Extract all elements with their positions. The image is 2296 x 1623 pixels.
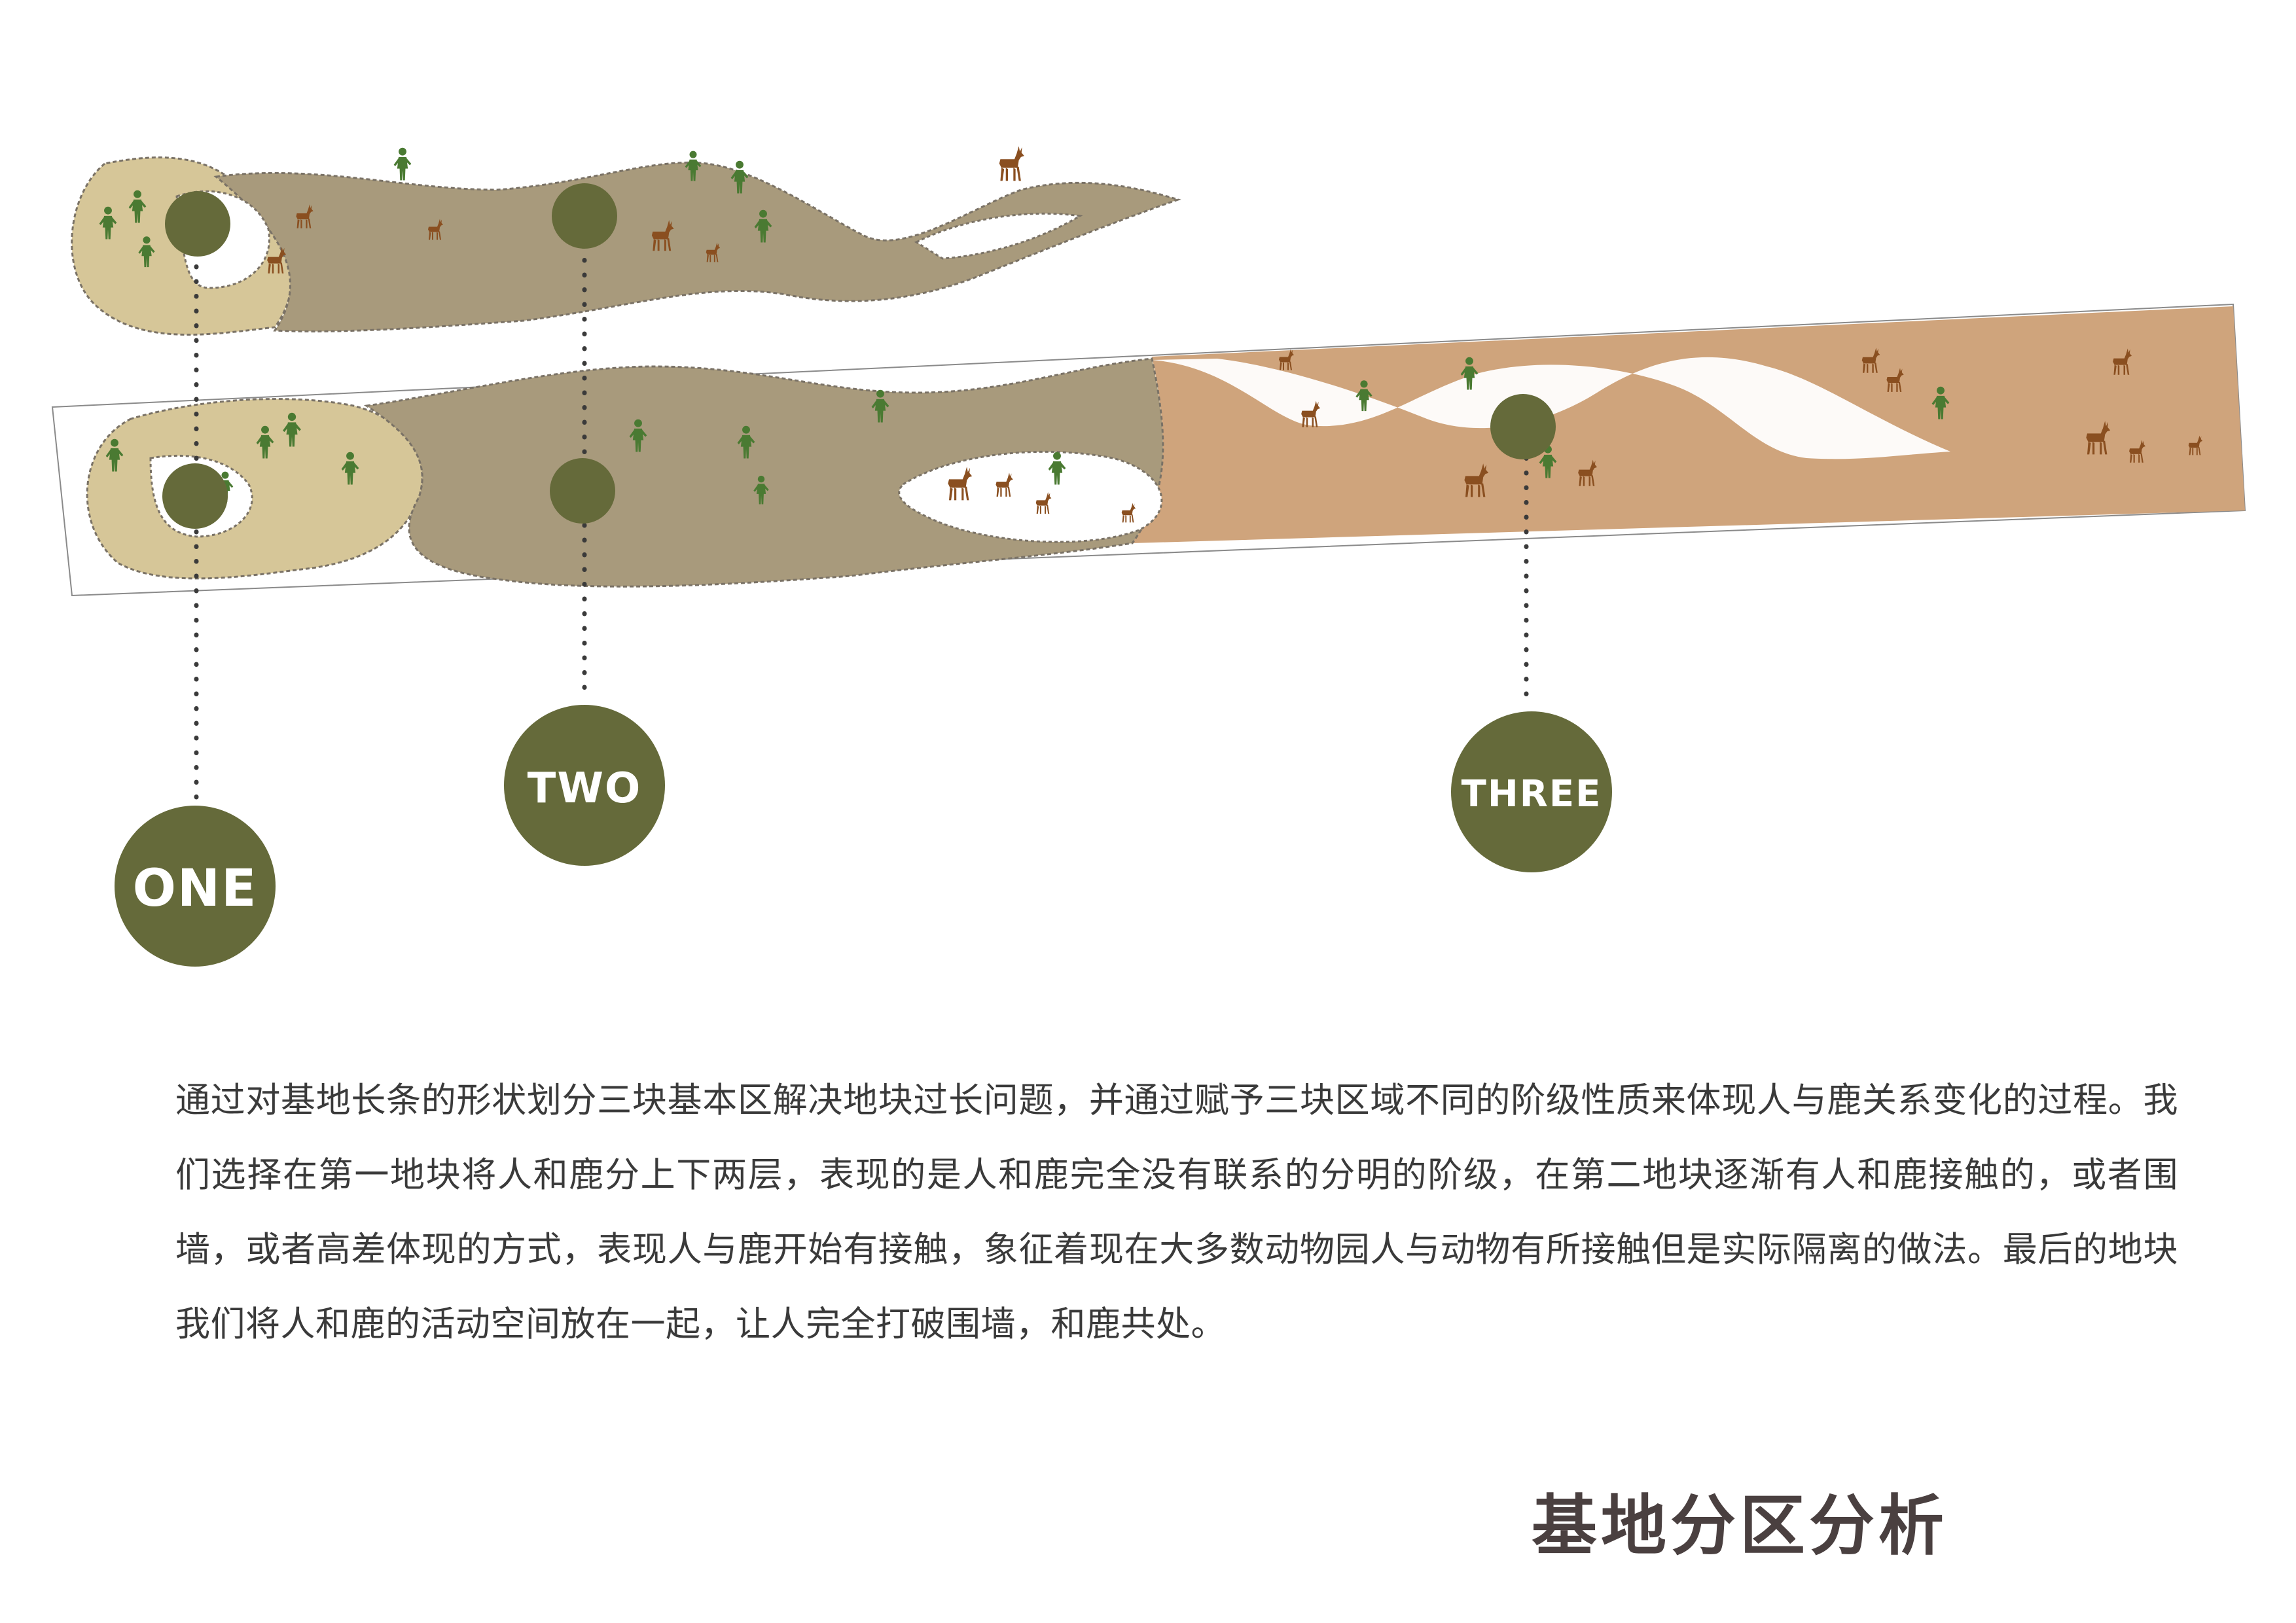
marker-two-upper [552,183,617,249]
upper-level-plan [71,156,1181,336]
zone-badge-three: THREE [1451,711,1612,872]
page-title: 基地分区分析 [1532,1488,1948,1564]
zone-label-three: THREE [1462,773,1602,815]
human-figure-icon [393,147,412,181]
marker-one-lower [162,463,228,529]
zone-badge-two: TWO [504,705,665,866]
zone-three-area [1132,306,2245,543]
zone-three-void [1152,357,1950,459]
zone-label-two: TWO [528,764,642,813]
zone-one-area [86,398,423,580]
upper-zone-two-area [213,161,1181,332]
marker-three [1490,394,1556,459]
zone-badge-one: ONE [115,806,276,967]
zone-label-one: ONE [133,859,258,918]
description-paragraph: 通过对基地长条的形状划分三块基本区解决地块过长问题，并通过赋予三块区域不同的阶级… [175,1080,2178,1344]
marker-two-lower [550,458,615,524]
lower-level-plan [51,303,2246,597]
position-markers [162,183,1556,529]
zoning-diagram: ONE TWO THREE [51,146,2246,967]
deer-icon [999,146,1024,181]
leader-lines [194,213,1529,808]
marker-one-upper [165,191,230,257]
upper-void [914,212,1083,260]
